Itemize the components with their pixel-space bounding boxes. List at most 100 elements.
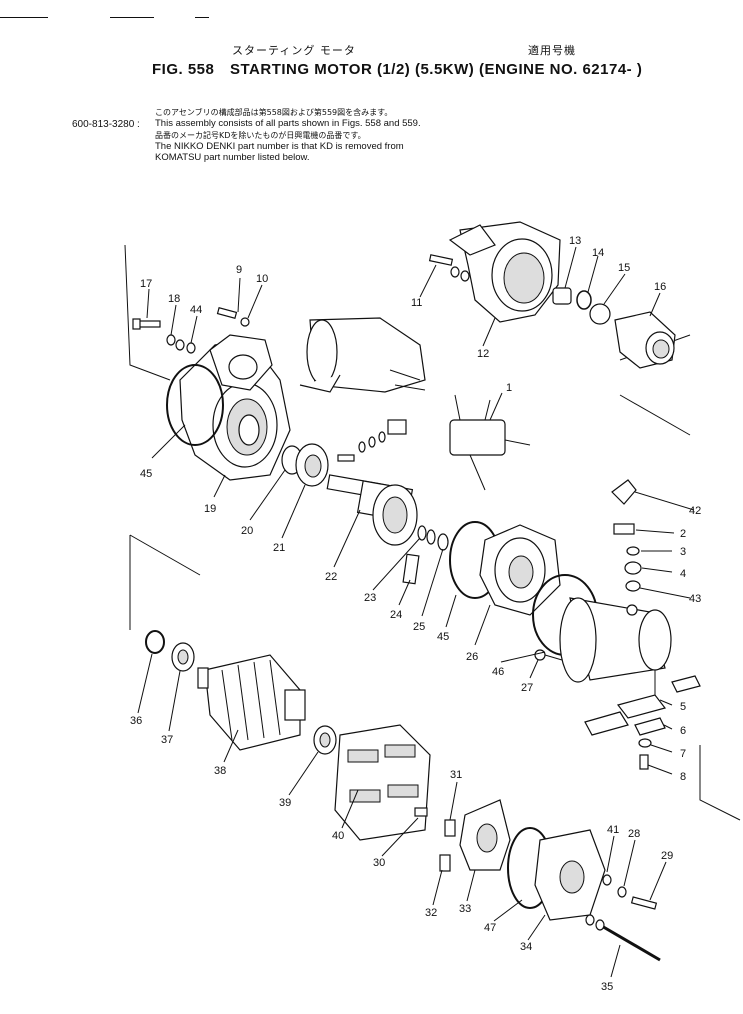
note-line-4: The NIKKO DENKI part number is that KD i…: [155, 141, 404, 152]
washer-7: [638, 738, 652, 748]
washer-43: [625, 580, 641, 592]
collar-15: [589, 303, 611, 325]
scan-mark: [110, 17, 154, 18]
callout-43: 43: [689, 593, 701, 605]
pinion-shaft-22: [326, 474, 418, 546]
note-line-2: This assembly consists of all parts show…: [155, 118, 421, 129]
bolt-washers-center: [337, 431, 386, 462]
note-line-1: このアセンブリの構成部品は第558図および第559図を含みます。: [155, 108, 393, 117]
front-bracket: [448, 221, 561, 323]
callout-25: 25: [413, 621, 425, 633]
assembly-part-number: 600-813-3280 :: [72, 119, 140, 130]
callout-21: 21: [273, 542, 285, 554]
callout-45-top: 45: [140, 468, 152, 480]
bolt-8: [639, 754, 649, 770]
yoke: [559, 597, 672, 683]
japanese-applicable-label: 適用号機: [528, 44, 576, 57]
callout-11: 11: [411, 297, 422, 309]
washer-3: [626, 546, 640, 556]
armature-38: [197, 654, 306, 751]
callout-44: 44: [190, 304, 202, 316]
brush-32: [439, 854, 451, 872]
bolts-washers: [132, 307, 250, 354]
bearing-37: [171, 642, 195, 672]
callout-3: 3: [680, 546, 686, 558]
callout-12: 12: [477, 348, 489, 360]
callout-41: 41: [607, 824, 619, 836]
scan-mark: [195, 17, 209, 18]
insulator-5b: [584, 711, 629, 736]
brush-spring-30: [414, 807, 428, 817]
callout-36: 36: [130, 715, 142, 727]
screw-29: [630, 896, 658, 910]
callout-13: 13: [569, 235, 581, 247]
callout-4: 4: [680, 568, 686, 580]
rear-bracket-34: [534, 829, 606, 921]
callout-labels: 1 2 3 4 5 6 7 8 9 10 11 12 13 14 15 16 1…: [130, 235, 701, 993]
callout-26: 26: [466, 651, 478, 663]
terminal-2: [613, 523, 635, 535]
terminal-cap-42: [611, 479, 637, 505]
callout-31: 31: [450, 769, 462, 781]
washer-41: [602, 874, 612, 886]
key-24: [402, 553, 420, 585]
callout-28: 28: [628, 828, 640, 840]
through-bolt-35: [585, 914, 661, 962]
insulator-5: [616, 694, 667, 719]
callout-38: 38: [214, 765, 226, 777]
nut-4: [624, 561, 642, 575]
brush-holder-33: [459, 799, 511, 871]
brush-31: [444, 819, 456, 837]
switch-assembly: [387, 394, 531, 491]
callout-8: 8: [680, 771, 686, 783]
callout-30: 30: [373, 857, 385, 869]
note-line-5: KOMATSU part number listed below.: [155, 152, 310, 163]
field-coil-40: [334, 724, 431, 841]
washer-23b: [426, 529, 436, 545]
center-bracket-26: [479, 524, 561, 616]
housing-o-ring: [166, 364, 224, 446]
japanese-title: スターティング モータ: [232, 44, 356, 57]
callout-10: 10: [256, 273, 268, 285]
scan-mark: [0, 17, 48, 18]
pinion-clutch-16: [614, 311, 676, 369]
callout-45-middle: 45: [437, 631, 449, 643]
callout-29: 29: [661, 850, 673, 862]
callout-27: 27: [521, 682, 533, 694]
callout-46: 46: [492, 666, 504, 678]
callout-6: 6: [680, 725, 686, 737]
insulator-5c: [671, 675, 701, 693]
callout-32: 32: [425, 907, 437, 919]
ring-14: [576, 290, 592, 310]
plate-6: [634, 717, 666, 736]
callout-14: 14: [592, 247, 604, 259]
sleeve-13: [552, 287, 572, 305]
callout-20: 20: [241, 525, 253, 537]
callout-7: 7: [680, 748, 686, 760]
ring-36: [145, 630, 165, 654]
callout-33: 33: [459, 903, 471, 915]
drive-housing: [179, 334, 291, 481]
callout-2: 2: [680, 528, 686, 540]
callout-19: 19: [204, 503, 216, 515]
figure-number: FIG. 558: [152, 61, 215, 78]
washer-28: [617, 886, 627, 898]
callout-47: 47: [484, 922, 496, 934]
callout-39: 39: [279, 797, 291, 809]
callout-23: 23: [364, 592, 376, 604]
callout-24: 24: [390, 609, 402, 621]
washer-23: [417, 525, 427, 541]
figure-title: STARTING MOTOR (1/2) (5.5KW) (ENGINE NO.…: [230, 61, 643, 78]
callout-1: 1: [506, 382, 512, 394]
leader-lines: [137, 246, 695, 978]
bolt-11: [428, 254, 470, 282]
callout-37: 37: [161, 734, 173, 746]
callout-16: 16: [654, 281, 666, 293]
callout-5: 5: [680, 701, 686, 713]
callout-18: 18: [168, 293, 180, 305]
callout-15: 15: [618, 262, 630, 274]
note-line-3: 品番のメーカ記号KDを除いたものが日興電機の品番です。: [155, 131, 366, 140]
bearing-39: [313, 725, 337, 755]
callout-35: 35: [601, 981, 613, 993]
